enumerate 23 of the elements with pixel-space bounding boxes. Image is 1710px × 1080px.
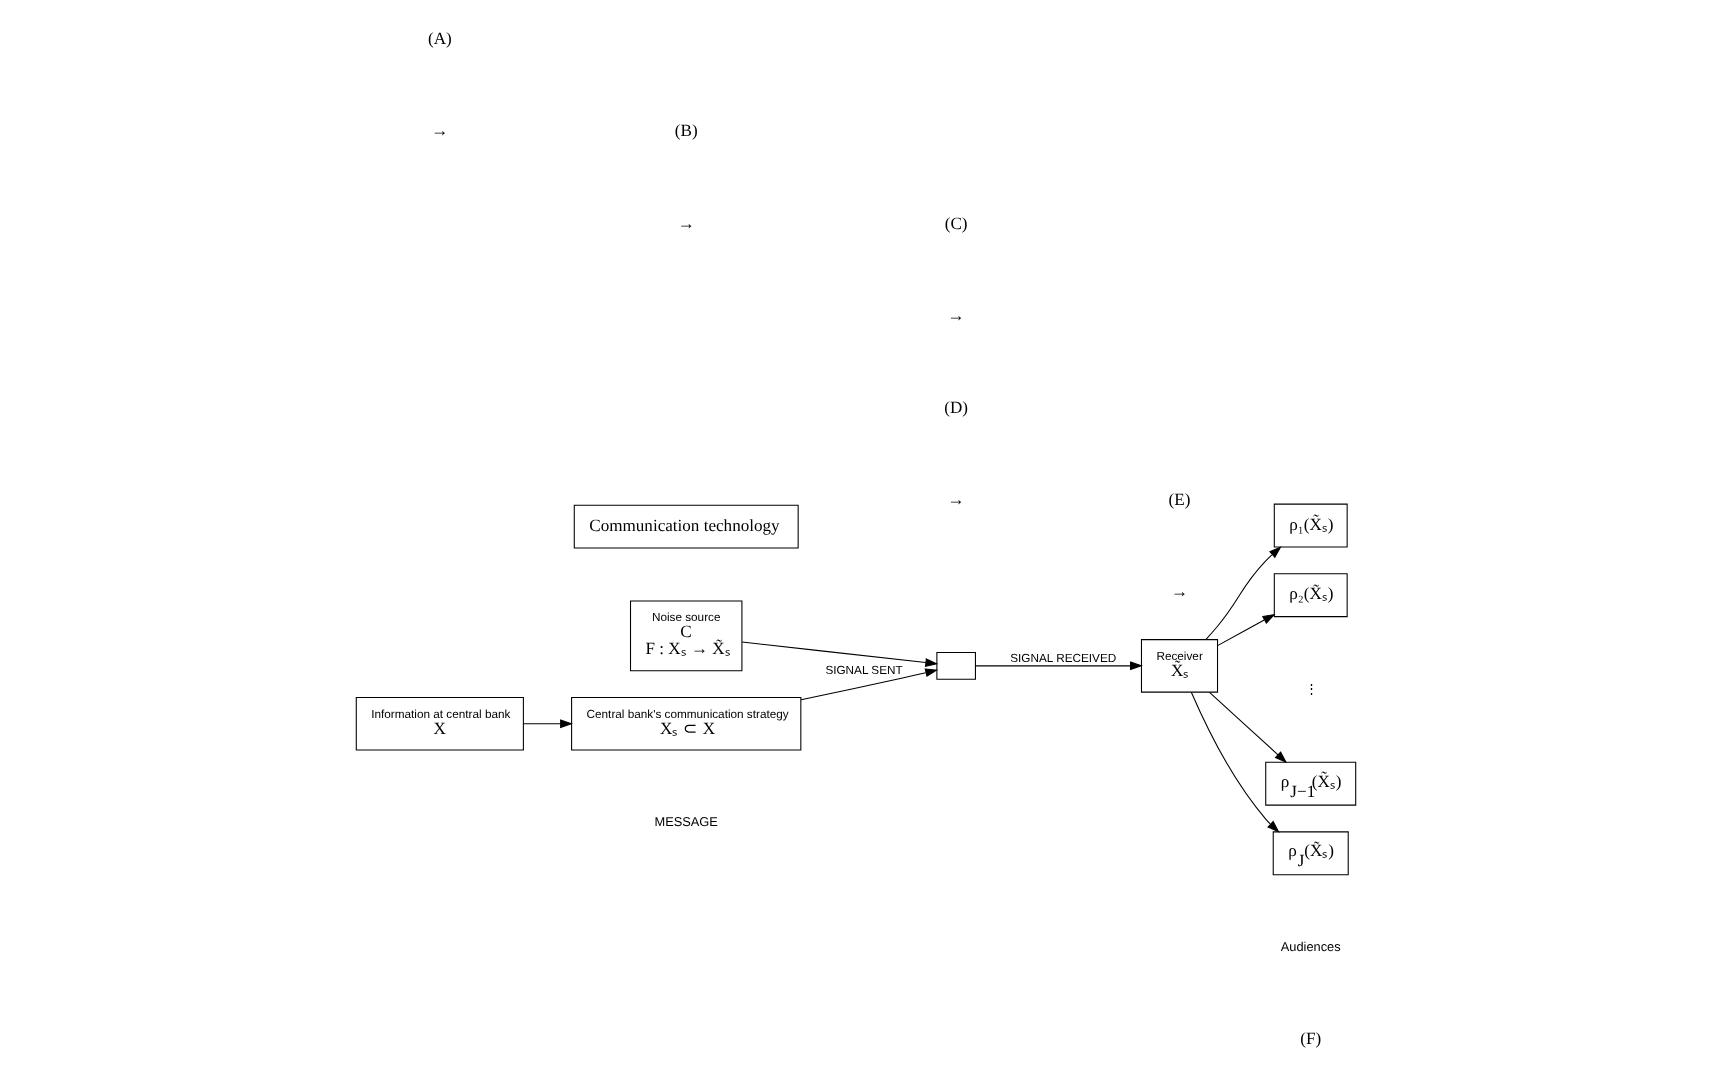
label: (E) <box>1167 488 1190 509</box>
arrow <box>522 719 572 729</box>
label: → <box>946 304 964 325</box>
label: (A) <box>426 28 451 49</box>
label: (F) <box>1299 1027 1321 1048</box>
arrow <box>1216 613 1275 647</box>
arrow <box>1189 691 1279 833</box>
label: → <box>430 120 448 141</box>
arrow <box>974 661 1142 671</box>
arrow <box>740 641 938 668</box>
node-box <box>935 651 975 680</box>
node-box: ρ₂(X̃ₛ) <box>1272 573 1347 618</box>
arrow <box>1204 546 1281 640</box>
arrow <box>799 668 938 701</box>
label: (D) <box>943 396 968 417</box>
label: (C) <box>943 212 967 233</box>
node-box: Communication technology <box>572 504 798 549</box>
label: → <box>1169 581 1188 602</box>
label: → <box>676 212 694 233</box>
label: (B) <box>673 120 697 141</box>
label: → <box>946 488 964 509</box>
arrow <box>1208 691 1287 764</box>
node-box: ρ₁(X̃ₛ) <box>1272 503 1347 548</box>
